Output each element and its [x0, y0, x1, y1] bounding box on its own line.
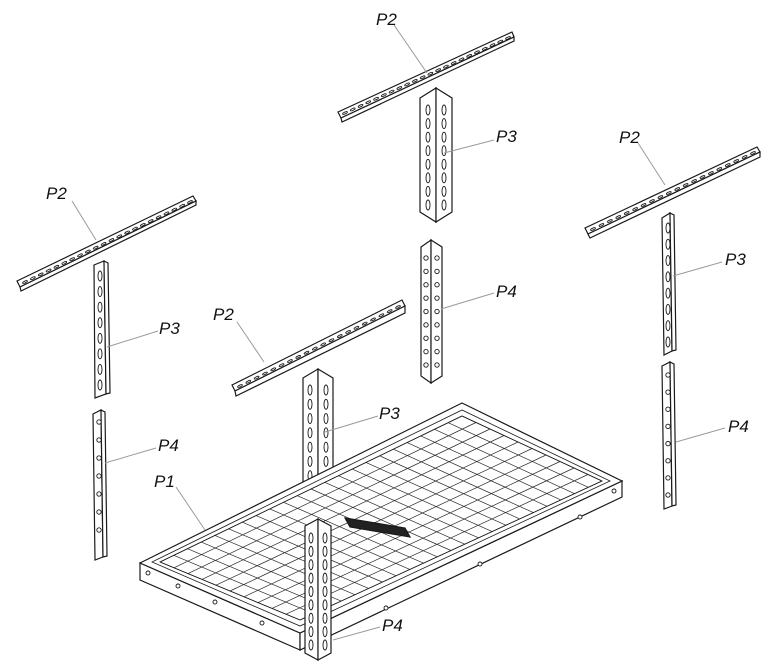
upright-p3-right [661, 211, 677, 356]
label-p4-front: P4 [382, 616, 403, 635]
upright-p4-back [420, 238, 443, 385]
upright-p3-top [419, 86, 453, 224]
platform-p1 [138, 402, 624, 651]
label-p3-top: P3 [496, 127, 517, 146]
label-p3-right: P3 [725, 250, 746, 269]
label-p2-right: P2 [619, 128, 640, 147]
label-p4-back: P4 [496, 282, 517, 301]
rail-p2-mid [231, 299, 406, 397]
upright-p4-right [661, 361, 677, 510]
rail-p2-left [16, 195, 197, 292]
label-p3-left: P3 [159, 319, 180, 338]
label-p4-left: P4 [158, 436, 179, 455]
upright-p4-front [304, 517, 332, 662]
label-p3-mid: P3 [379, 404, 400, 423]
label-p2-mid: P2 [213, 305, 234, 324]
label-p4-right: P4 [728, 417, 749, 436]
upright-p4-left [92, 409, 108, 561]
rail-p2-right [584, 146, 761, 239]
label-p2-left: P2 [46, 184, 67, 203]
rail-p2-top [337, 31, 515, 123]
label-p2-top: P2 [376, 10, 397, 29]
upright-p3-left [93, 260, 111, 399]
label-p1: P1 [154, 472, 175, 491]
leader-lines [71, 24, 726, 641]
